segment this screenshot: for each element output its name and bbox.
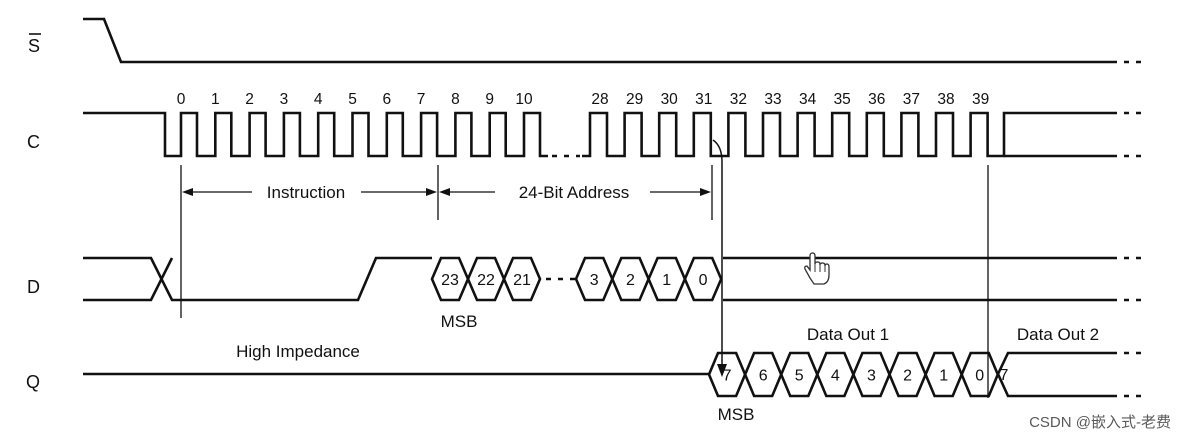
watermark: CSDN @嵌入式-老费: [1029, 414, 1171, 431]
d-bit-21: 21: [513, 272, 531, 289]
signal-q-label: Q: [26, 372, 40, 392]
clock-label-9: 9: [485, 91, 494, 108]
msb-q-label: MSB: [718, 405, 755, 424]
c-waveform: [83, 111, 1146, 158]
q-bit-1: 1: [939, 368, 948, 385]
data-out-1-label: Data Out 1: [807, 325, 889, 344]
q-waveform: [83, 351, 1146, 398]
d-bit-3: 3: [590, 272, 599, 289]
clock-label-37: 37: [903, 91, 920, 108]
clock-label-29: 29: [626, 91, 643, 108]
clock-label-6: 6: [382, 91, 391, 108]
clock-to-q-arrow: [712, 139, 727, 377]
address-span: 24-Bit Address: [439, 183, 711, 202]
clock-label-4: 4: [314, 91, 323, 108]
clock-label-1: 1: [211, 91, 220, 108]
s-waveform: [83, 17, 1146, 64]
clock-label-3: 3: [280, 91, 289, 108]
clock-label-33: 33: [764, 91, 781, 108]
high-impedance-label: High Impedance: [236, 342, 360, 361]
d-bit-1: 1: [662, 272, 671, 289]
d-bit-22: 22: [477, 272, 495, 289]
clock-label-10: 10: [515, 91, 533, 108]
d-waveform: [83, 256, 1146, 302]
instruction-label: Instruction: [267, 183, 345, 202]
clock-label-5: 5: [348, 91, 357, 108]
instruction-span: Instruction: [182, 183, 437, 202]
d-cell-21: [502, 256, 542, 302]
clock-label-7: 7: [417, 91, 426, 108]
clock-label-32: 32: [730, 91, 747, 108]
q-bit-6: 6: [759, 368, 768, 385]
d-bit-2: 2: [626, 272, 635, 289]
clock-label-38: 38: [937, 91, 954, 108]
d-bit-23: 23: [441, 272, 459, 289]
clock-label-0: 0: [177, 91, 186, 108]
clock-label-39: 39: [972, 91, 989, 108]
q-bit-7: 7: [723, 368, 732, 385]
clock-label-36: 36: [868, 91, 885, 108]
q-next-bit-label: 7: [1000, 367, 1009, 384]
q-cell-0: [960, 351, 1000, 398]
clock-label-8: 8: [451, 91, 460, 108]
q-bit-5: 5: [795, 368, 804, 385]
d-bit-0: 0: [699, 272, 708, 289]
data-out-2-label: Data Out 2: [1017, 325, 1099, 344]
hand-pointer-icon: [804, 252, 830, 285]
q-bit-0: 0: [975, 368, 984, 385]
signal-c-label: C: [27, 132, 40, 152]
q-bit-2: 2: [903, 368, 912, 385]
clock-label-35: 35: [834, 91, 851, 108]
msb-d-label: MSB: [441, 312, 478, 331]
d-cell-0: [683, 256, 723, 302]
clock-label-28: 28: [591, 91, 608, 108]
clock-label-30: 30: [661, 91, 679, 108]
clock-label-2: 2: [245, 91, 254, 108]
clock-label-31: 31: [695, 91, 712, 108]
clock-label-34: 34: [799, 91, 817, 108]
signal-s-label: S: [28, 36, 40, 56]
signal-labels: S C D Q: [26, 33, 41, 392]
q-bit-3: 3: [867, 368, 876, 385]
span-markers: Instruction 24-Bit Address: [180, 165, 989, 398]
address-label: 24-Bit Address: [519, 183, 630, 202]
signal-d-label: D: [27, 277, 40, 297]
q-bit-labels: 7 6 5 4 3 2 1 0: [723, 368, 985, 385]
q-bit-4: 4: [831, 368, 840, 385]
